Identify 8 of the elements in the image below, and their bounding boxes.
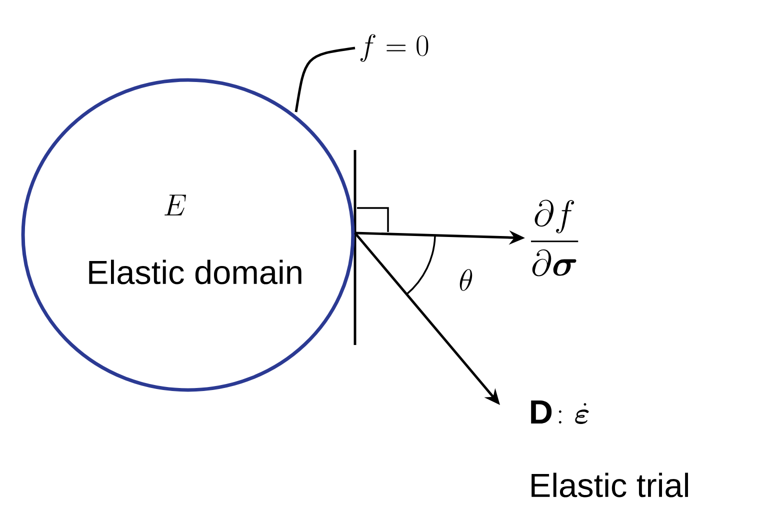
label: $E$ <box>164 194 186 216</box>
leader-line <box>294 46 356 112</box>
formula-label: $\mathbf{D}\colon \dot{\boldsymbol{\varepsilon}}$ <box>531 400 589 424</box>
label: Elastic trial <box>532 472 688 498</box>
angle-label: $\theta$ <box>460 269 472 291</box>
formula-label: $f = 0$ <box>360 34 428 62</box>
formula-label: $\frac{\partial f}{\partial \boldsymbol{\sigma}}$ <box>531 200 578 276</box>
label: Elastic domain <box>89 260 302 284</box>
